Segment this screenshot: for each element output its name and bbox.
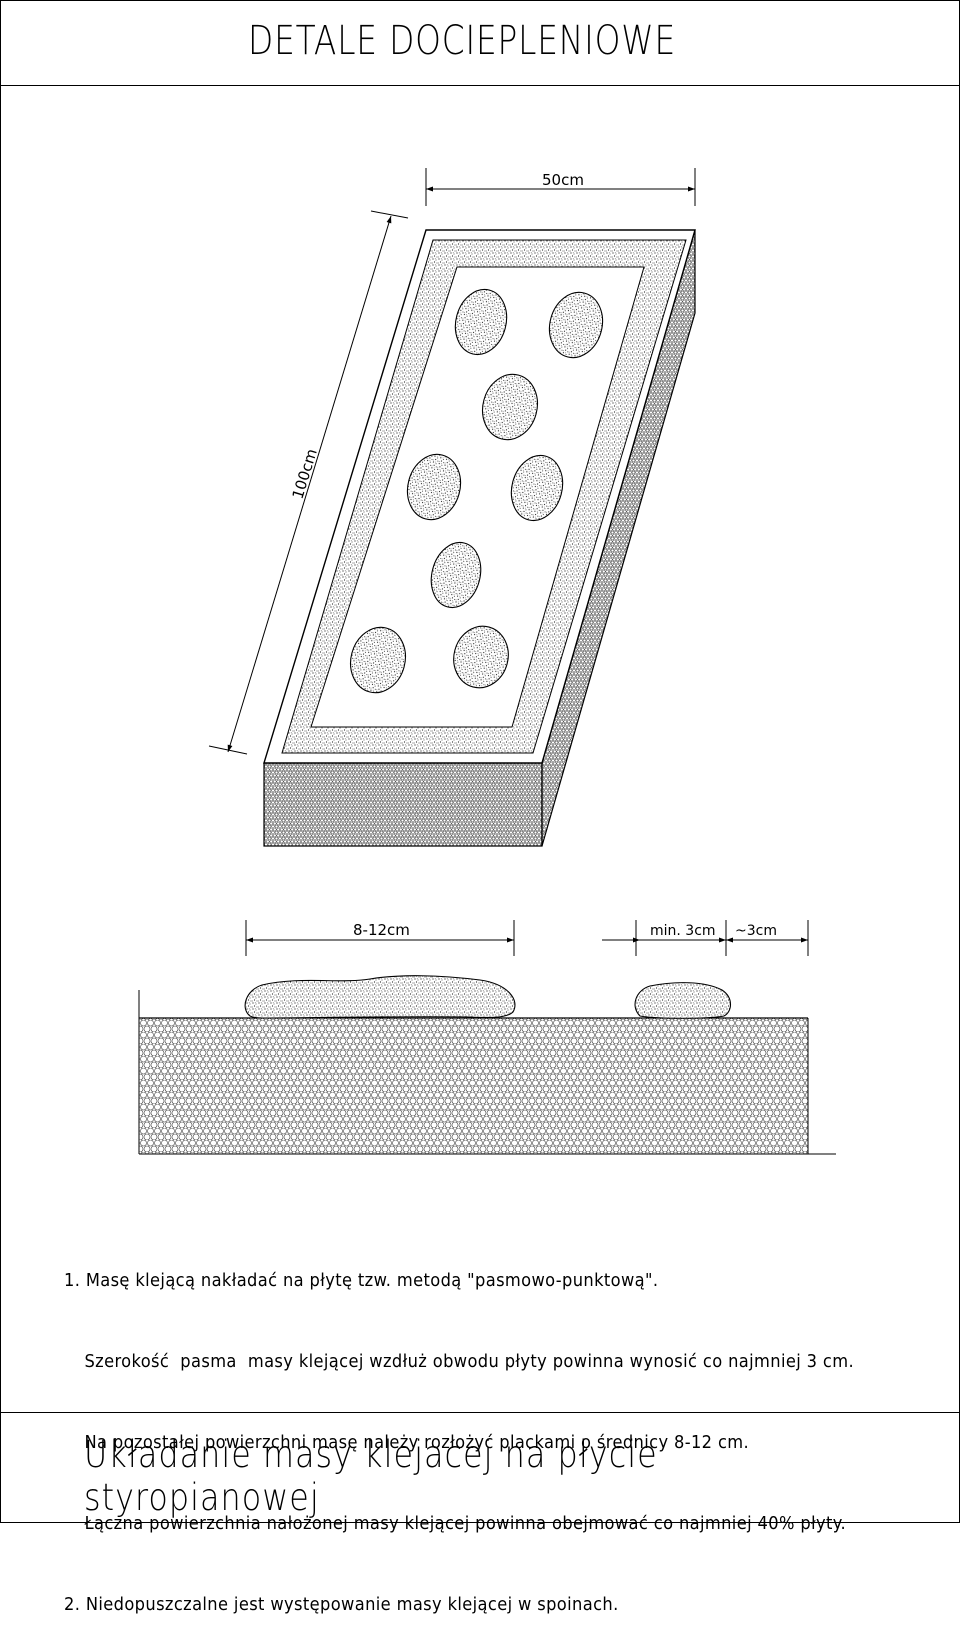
adhesive-dab	[406, 453, 462, 521]
adhesive-dabs	[350, 288, 604, 694]
adhesive-dab	[548, 291, 604, 359]
adhesive-dab	[482, 373, 538, 441]
section-adhesive-band	[634, 982, 732, 1019]
adhesive-dab	[430, 541, 482, 609]
dimension-band-label: ~3cm	[735, 923, 777, 939]
adhesive-dab	[454, 288, 508, 356]
dimension-length	[208, 210, 409, 755]
dimension-width-label: 50cm	[542, 171, 584, 189]
section-adhesive-dab	[244, 975, 516, 1019]
adhesive-dab	[510, 454, 564, 522]
note-line: Szerokość pasma masy klejącej wzdłuż obw…	[84, 1352, 855, 1372]
note-line: Na pozostałej powierzchni masę należy ro…	[84, 1433, 750, 1453]
dimension-gap-band	[602, 920, 809, 956]
note-line: 1. Masę klejącą nakładać na płytę tzw. m…	[64, 1271, 659, 1291]
board-front-face	[263, 762, 543, 847]
dimension-width	[425, 168, 696, 206]
page-title: DETALE DOCIEPLENIOWE	[248, 18, 677, 64]
dimension-dab	[245, 920, 515, 956]
header-divider	[0, 85, 960, 86]
adhesive-dab	[453, 625, 509, 689]
dimension-min-label: min. 3cm	[650, 923, 716, 939]
drawing-caption: Układanie masy klejacej na płycie styrop…	[84, 1433, 658, 1519]
section-foam-slab	[139, 1018, 808, 1154]
instruction-notes: 1. Masę klejącą nakładać na płytę tzw. m…	[64, 1214, 854, 1646]
dimension-dab-label: 8-12cm	[353, 921, 410, 939]
footer-divider	[0, 1412, 960, 1413]
note-line: 2. Niedopuszczalne jest występowanie mas…	[64, 1595, 619, 1615]
dimension-length-label: 100cm	[289, 447, 321, 502]
adhesive-diagram: 50cm 100cm 8-12cm min. 3cm ~3cm	[138, 168, 836, 1155]
